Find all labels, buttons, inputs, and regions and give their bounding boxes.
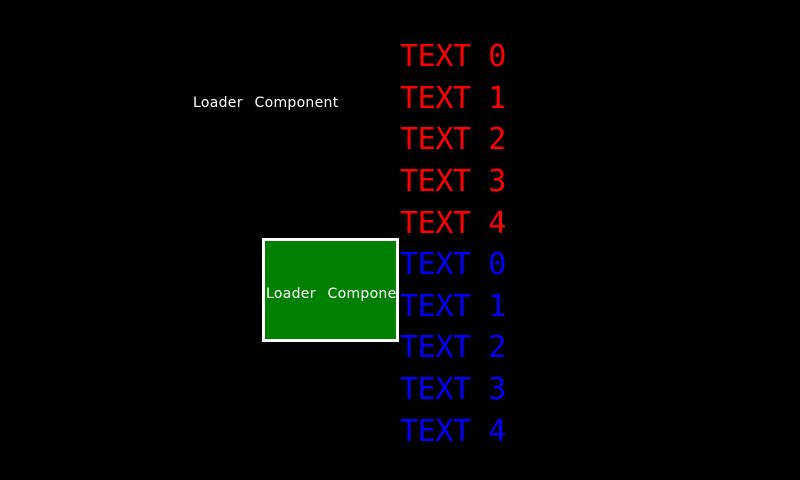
loader-component-plain-label: Loader Component — [193, 95, 339, 111]
list-item[interactable]: TEXT 3 — [400, 372, 506, 408]
list-item[interactable]: TEXT 3 — [400, 164, 506, 200]
list-item[interactable]: TEXT 0 — [400, 39, 506, 75]
list-item[interactable]: TEXT 1 — [400, 288, 506, 324]
text-list[interactable]: TEXT 0 TEXT 1 TEXT 2 TEXT 3 TEXT 4 TEXT … — [400, 36, 580, 452]
list-item[interactable]: TEXT 2 — [400, 330, 506, 366]
loader-component-plain: Loader Component — [193, 94, 338, 112]
list-item[interactable]: TEXT 1 — [400, 80, 506, 116]
list-item[interactable]: TEXT 2 — [400, 122, 506, 158]
loader-component-boxed: Loader Component — [262, 238, 399, 342]
loader-component-boxed-label: Loader Component — [266, 285, 399, 302]
list-item[interactable]: TEXT 4 — [400, 205, 506, 241]
list-item[interactable]: TEXT 4 — [400, 413, 506, 449]
list-item[interactable]: TEXT 0 — [400, 247, 506, 283]
